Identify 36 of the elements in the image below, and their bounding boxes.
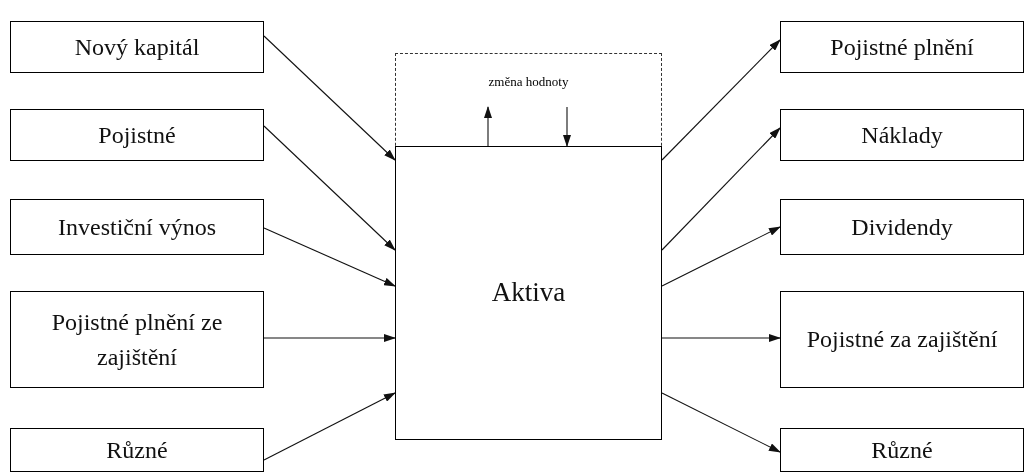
box-label: Pojistné [98, 120, 176, 150]
box-label: Nový kapitál [74, 32, 200, 62]
arrow [661, 127, 781, 251]
box-label: Pojistné za zajištění [806, 325, 998, 355]
box-label: Investiční výnos [58, 212, 216, 242]
box-label: Dividendy [851, 212, 953, 242]
text-box [780, 199, 1024, 255]
box-label: Pojistné plnění ze zajištění [50, 307, 224, 372]
text-box [10, 109, 264, 161]
box-label: Aktiva [491, 276, 566, 310]
arrow [263, 392, 396, 461]
text-box [395, 146, 662, 440]
arrow [263, 35, 396, 161]
box-label: Pojistné plnění [830, 32, 974, 62]
box-label: Různé [871, 435, 933, 465]
box-label: Náklady [861, 120, 943, 150]
arrow [661, 39, 781, 161]
text-box [780, 291, 1024, 388]
arrow [563, 106, 571, 147]
text-box [10, 291, 264, 388]
arrow [661, 226, 781, 287]
text-box [10, 428, 264, 472]
arrow [661, 334, 781, 342]
box-label: Různé [106, 435, 168, 465]
text-box [780, 109, 1024, 161]
arrow [661, 392, 781, 453]
arrow [263, 334, 396, 342]
text-box [780, 21, 1024, 73]
text-box [10, 21, 264, 73]
arrow [263, 227, 396, 287]
text-box [780, 428, 1024, 472]
text-box [10, 199, 264, 255]
arrow [263, 125, 396, 251]
arrow [484, 106, 492, 147]
frame-label: změna hodnoty [488, 74, 569, 91]
dashed-frame [395, 53, 662, 440]
